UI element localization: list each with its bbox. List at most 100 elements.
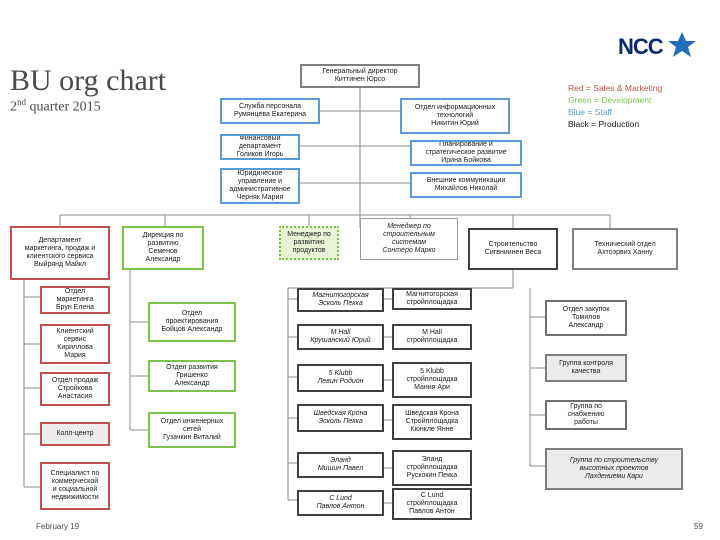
node-line: Брун Елена — [55, 304, 95, 311]
node-line: Кириллова — [57, 344, 93, 351]
node-line: Голиков Игорь — [236, 151, 284, 158]
legend-blue: Blue = Staff — [568, 107, 613, 117]
node-line: 5 Klubb — [328, 370, 353, 377]
page-subtitle: 2nd quarter 2015 — [10, 97, 101, 116]
node-line: маркетинга — [56, 296, 94, 303]
node-line: Семенов — [148, 248, 178, 255]
node-line: Шведская Крона — [405, 410, 459, 417]
node-line: Финансовый — [239, 135, 281, 142]
node-line: Сигвниинен Веса — [484, 249, 542, 256]
node-line: Отдел — [181, 310, 203, 317]
node-line: Никитин Юрий — [431, 120, 479, 127]
legend-black: Black = Production — [568, 119, 640, 129]
legend-red: Red = Sales & Marketing — [568, 83, 663, 93]
node-line: Менеджер по — [387, 223, 431, 230]
node-line: Служба персонала — [239, 103, 301, 110]
node-line: коммерческой — [51, 478, 99, 485]
node-line: Эланд — [330, 457, 351, 464]
legend-green: Green = Development — [568, 95, 652, 105]
node-line: Мария — [64, 352, 86, 359]
node-line: Гришенко — [176, 372, 208, 379]
node-line: Группа контроля — [559, 360, 613, 367]
node-line: маркетинга, продаж и — [24, 245, 96, 252]
node-line: высотных проектов — [579, 465, 649, 472]
node-line: Кюнкле Янне — [410, 426, 454, 433]
node-line: Александр — [145, 256, 181, 263]
node-line: клиентского сервиса — [26, 253, 94, 260]
node-line: продуктов — [292, 247, 326, 254]
node-line: M Hall — [422, 329, 442, 336]
node-line: Левин Родион — [317, 378, 364, 385]
node-line: технологий — [436, 112, 474, 119]
ncc-logo: NCC — [618, 32, 696, 59]
node-line: Отдел информационных — [414, 104, 496, 111]
node-line: Генеральный директор — [322, 68, 398, 75]
node-line: сервис — [63, 336, 87, 343]
node-line: Павлов Антон — [409, 508, 455, 515]
node-line: Планирование и — [439, 141, 493, 148]
node-line: работы — [574, 419, 598, 426]
node-text: Колл-центр — [56, 430, 93, 438]
node-line: развитию — [147, 240, 179, 247]
node-line: Ахтоэрвиз Ханну — [597, 249, 653, 256]
node-line: Румянцева Екатерина — [233, 111, 307, 118]
page-number: 59 — [694, 522, 703, 531]
node-line: Дирекция по — [142, 232, 184, 239]
node-line: Группа по строительству — [569, 457, 659, 464]
node-line: снабжению — [567, 411, 605, 418]
node-line: Магнитогорская — [406, 291, 458, 298]
node-line: Юридическое — [237, 170, 283, 177]
node-line: Внешние коммуникации — [426, 177, 506, 184]
node-line: и социальной — [52, 486, 98, 493]
color-legend: Red = Sales & Marketing Green = Developm… — [568, 82, 698, 130]
node-line: развитию — [293, 239, 325, 246]
node-line: Эсколь Пекка — [318, 418, 363, 425]
page-title: BU org chart — [10, 64, 167, 97]
node-line: Мания Ари — [414, 384, 450, 391]
node-line: строительным — [383, 231, 435, 238]
node-line: Строительство — [488, 241, 538, 248]
node-line: Стройкова — [57, 385, 93, 392]
